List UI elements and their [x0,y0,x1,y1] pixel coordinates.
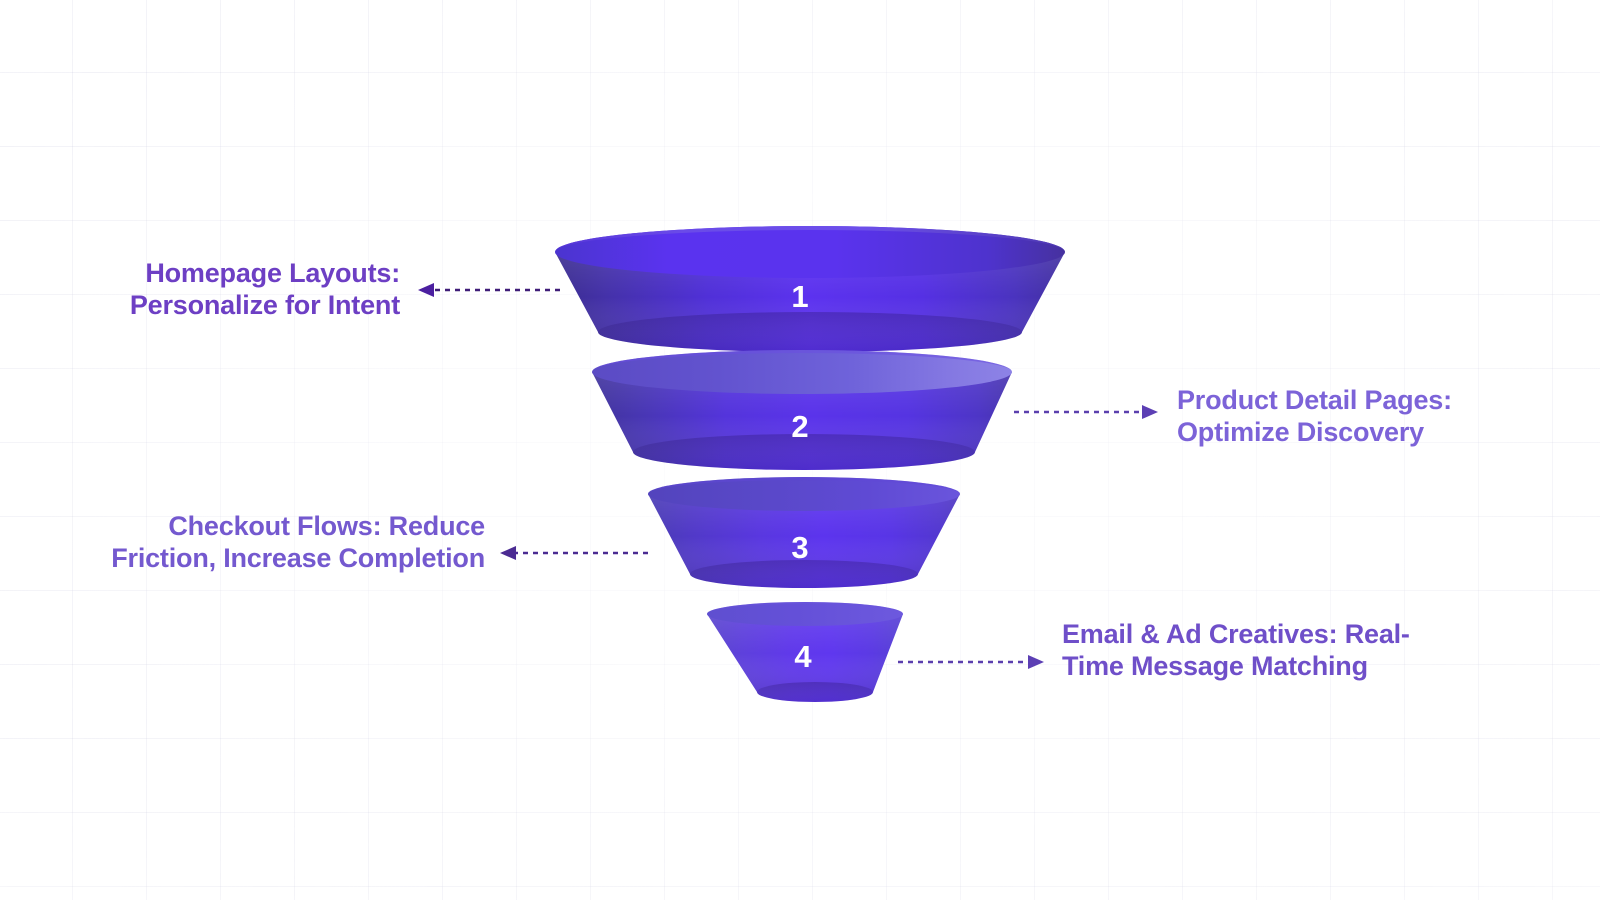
connector-arrow-1 [418,283,560,297]
segment-2-bottom-shadow [633,434,975,470]
segment-4-shade [707,614,903,702]
arrow-3-head [500,546,516,560]
segment-1-bottom-shadow [598,312,1022,352]
segment-3-rim [648,477,960,511]
segment-2-rim [592,350,1012,394]
stage-2-label[interactable]: Product Detail Pages: Optimize Discovery [1177,385,1452,447]
segment-4-bottom-shadow [757,682,873,702]
arrow-4-head [1028,655,1044,669]
segment-3-lip [648,477,960,494]
funnel-segment-1[interactable]: 1 [555,226,1065,352]
funnel-segment-2[interactable]: 2 [592,350,1012,470]
segment-3-bottom-shadow [690,560,918,588]
connector-arrow-4 [898,655,1044,669]
arrow-2-head [1142,405,1158,419]
segment-1-number: 1 [791,279,808,314]
segment-2-lip [592,350,1012,372]
arrow-1-head [418,283,434,297]
segment-2-number: 2 [791,409,808,444]
funnel-segment-3[interactable]: 3 [648,477,960,588]
stage-3-label[interactable]: Checkout Flows: Reduce Friction, Increas… [111,511,485,573]
connector-arrow-3 [500,546,648,560]
stage-4-label[interactable]: Email & Ad Creatives: Real- Time Message… [1062,619,1410,681]
funnel-segment-4[interactable]: 4 [707,602,903,702]
segment-4-lip [707,602,903,614]
segment-1-lip [555,226,1065,252]
connector-arrow-2 [1014,405,1158,419]
stage-1-label[interactable]: Homepage Layouts: Personalize for Intent [129,258,400,320]
segment-4-rim [707,602,903,626]
segment-1-rim [555,226,1065,278]
segment-4-number: 4 [794,639,812,674]
segment-3-number: 3 [791,530,808,565]
